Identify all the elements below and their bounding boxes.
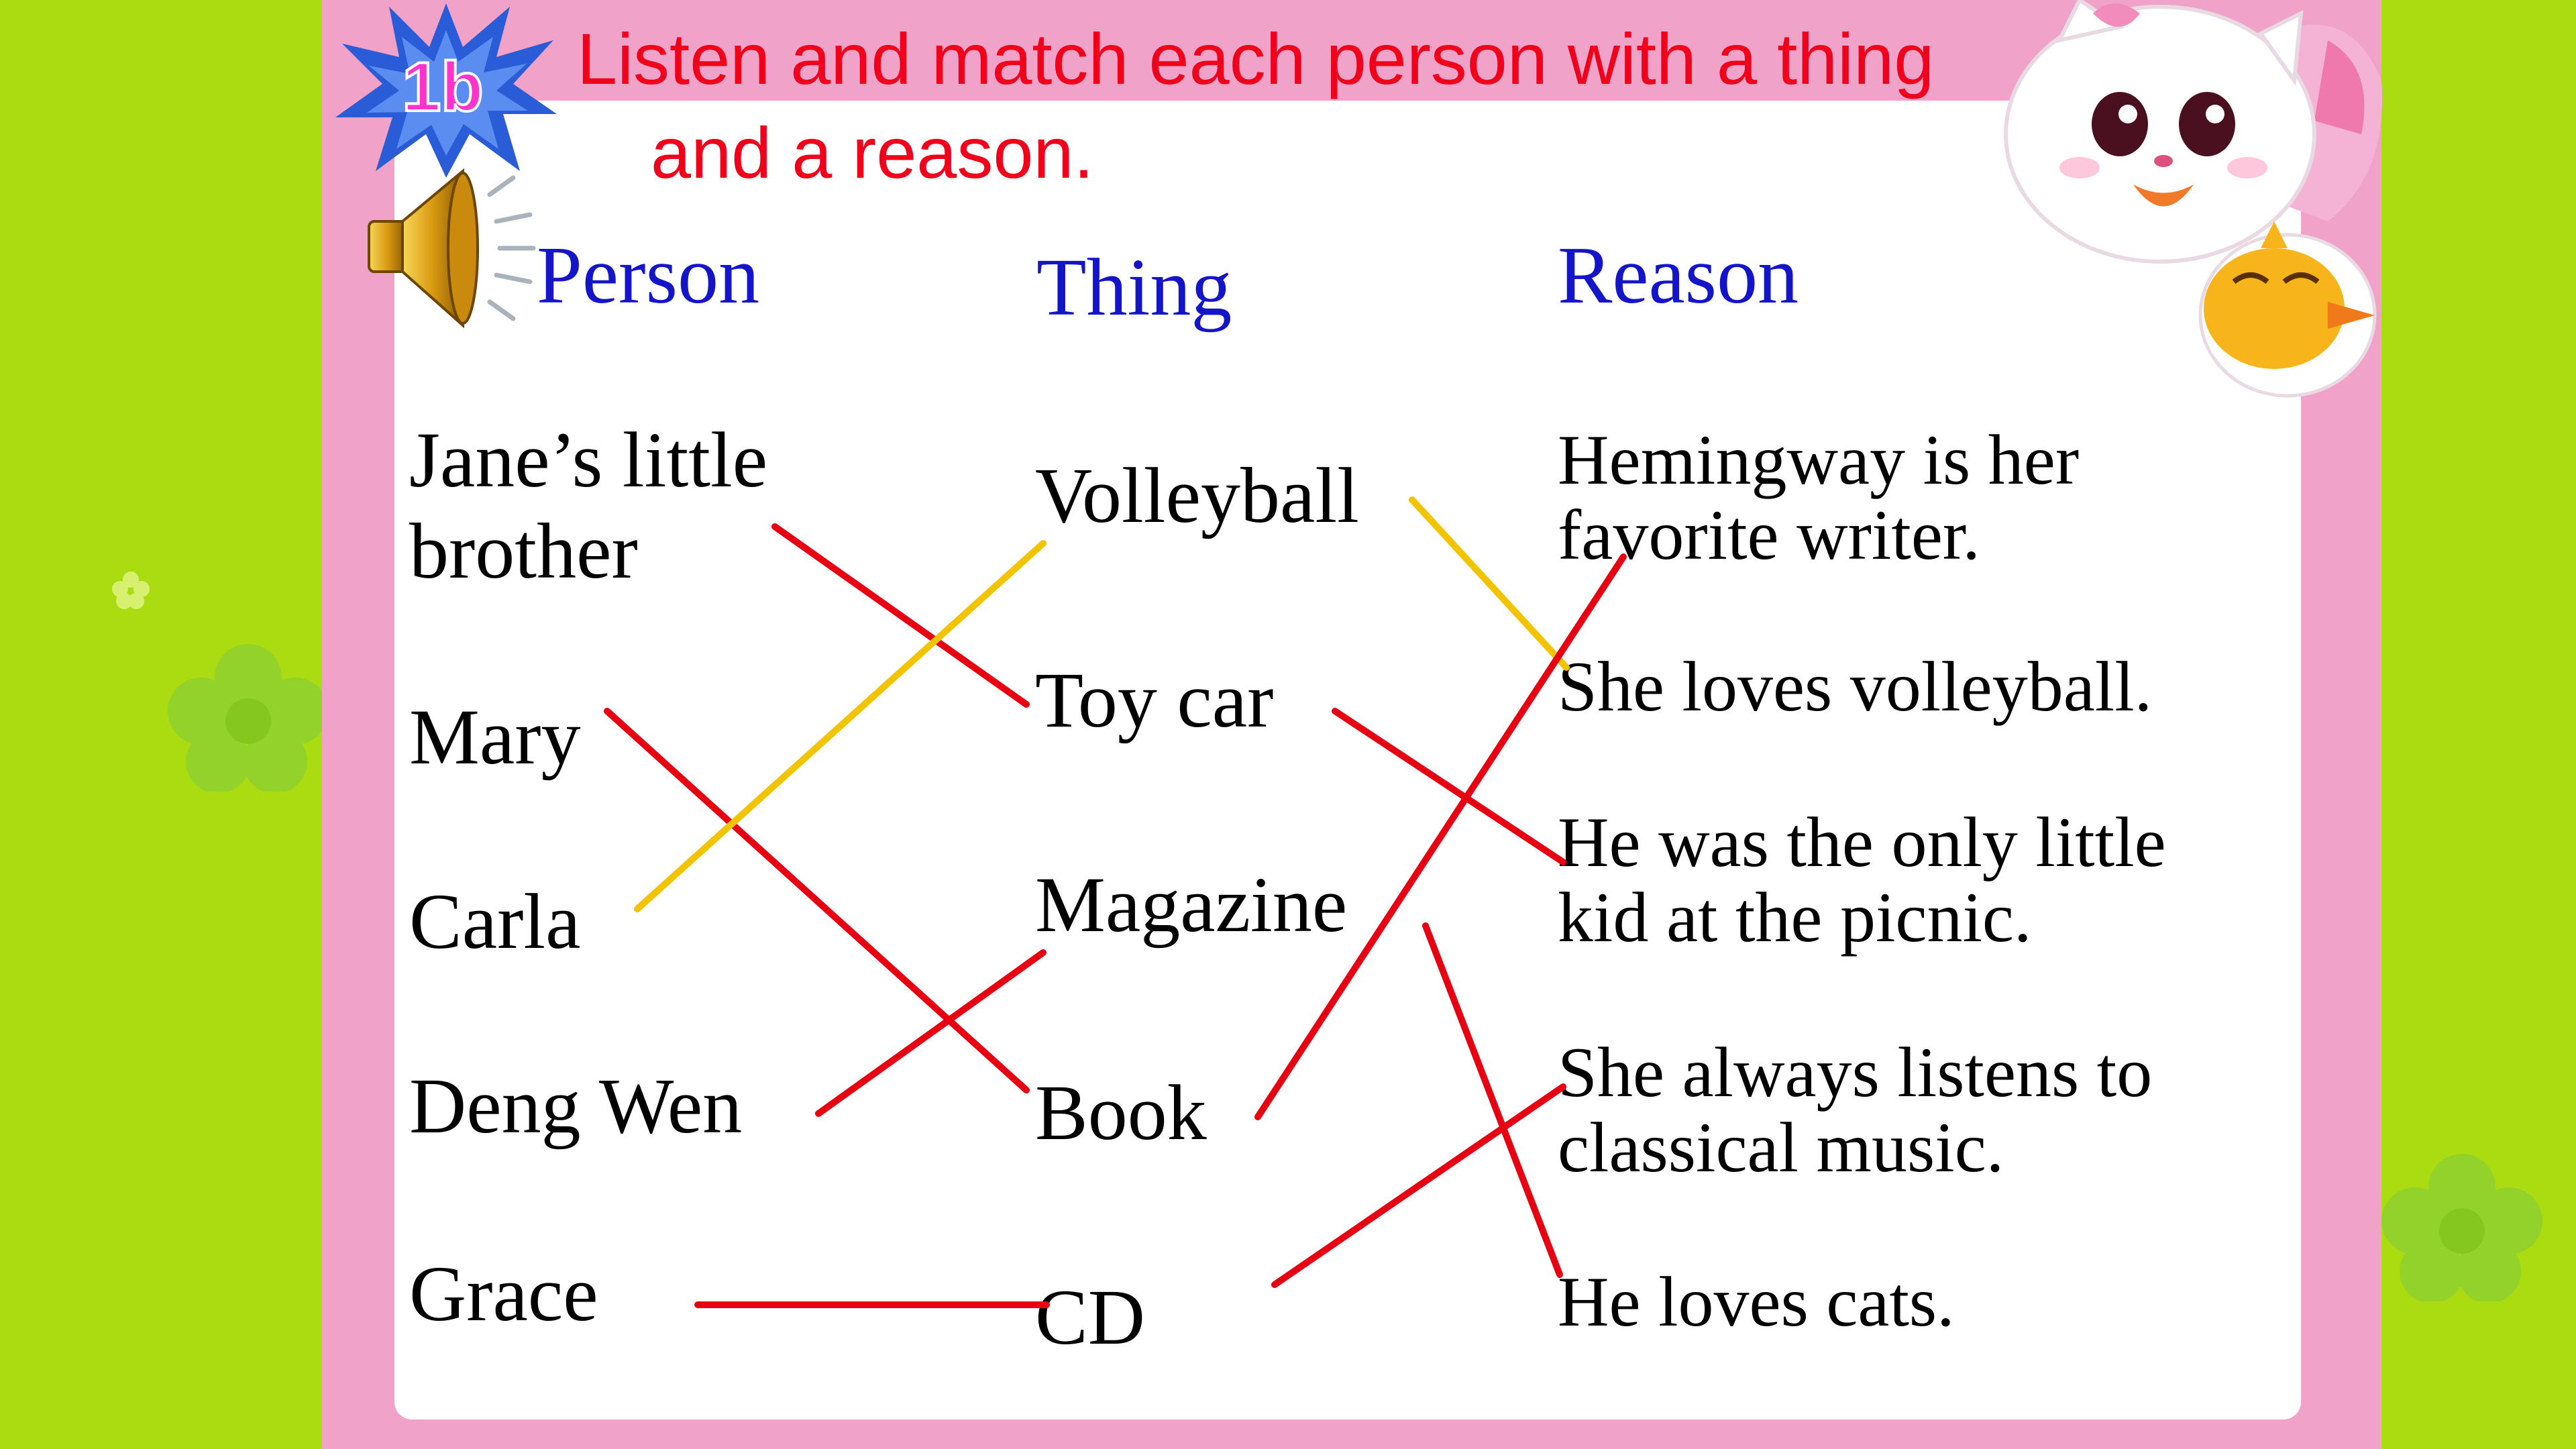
flower-decoration [2381, 1154, 2542, 1301]
chick-mascot [2198, 221, 2377, 398]
person-item: Grace [409, 1250, 598, 1338]
flower-decoration [112, 572, 150, 609]
instruction-line-1: Listen and match each person with a thin… [577, 18, 1935, 99]
flower-decoration [168, 644, 329, 792]
reason-item: She loves volleyball. [1558, 647, 2153, 726]
instruction-text: Listen and match each person with a thin… [577, 12, 1934, 200]
person-item: Mary [409, 693, 581, 781]
thing-item: Toy car [1035, 656, 1274, 744]
badge-label: 1b [402, 48, 483, 126]
thing-item: Magazine [1035, 861, 1348, 949]
speaker-icon[interactable] [362, 158, 537, 339]
thing-item: Volleyball [1035, 451, 1359, 539]
thing-item: CD [1035, 1273, 1145, 1361]
instruction-line-2: and a reason. [651, 112, 1094, 193]
reason-item: She always listens to classical music. [1558, 1033, 2153, 1187]
reason-item: He loves cats. [1558, 1263, 1955, 1341]
header-reason: Reason [1558, 230, 1799, 321]
reason-item: He was the only little kid at the picnic… [1558, 803, 2166, 957]
header-person: Person [537, 230, 760, 321]
reason-item: Hemingway is her favorite writer. [1558, 421, 2080, 574]
exercise-badge: 1b [335, 3, 557, 178]
thing-item: Book [1035, 1069, 1207, 1157]
person-item: Jane’s little [409, 416, 768, 504]
cat-mascot [2004, 0, 2382, 398]
header-thing: Thing [1036, 242, 1232, 333]
person-item: brother [409, 507, 638, 595]
person-item: Deng Wen [409, 1062, 743, 1150]
person-item: Carla [409, 877, 581, 965]
